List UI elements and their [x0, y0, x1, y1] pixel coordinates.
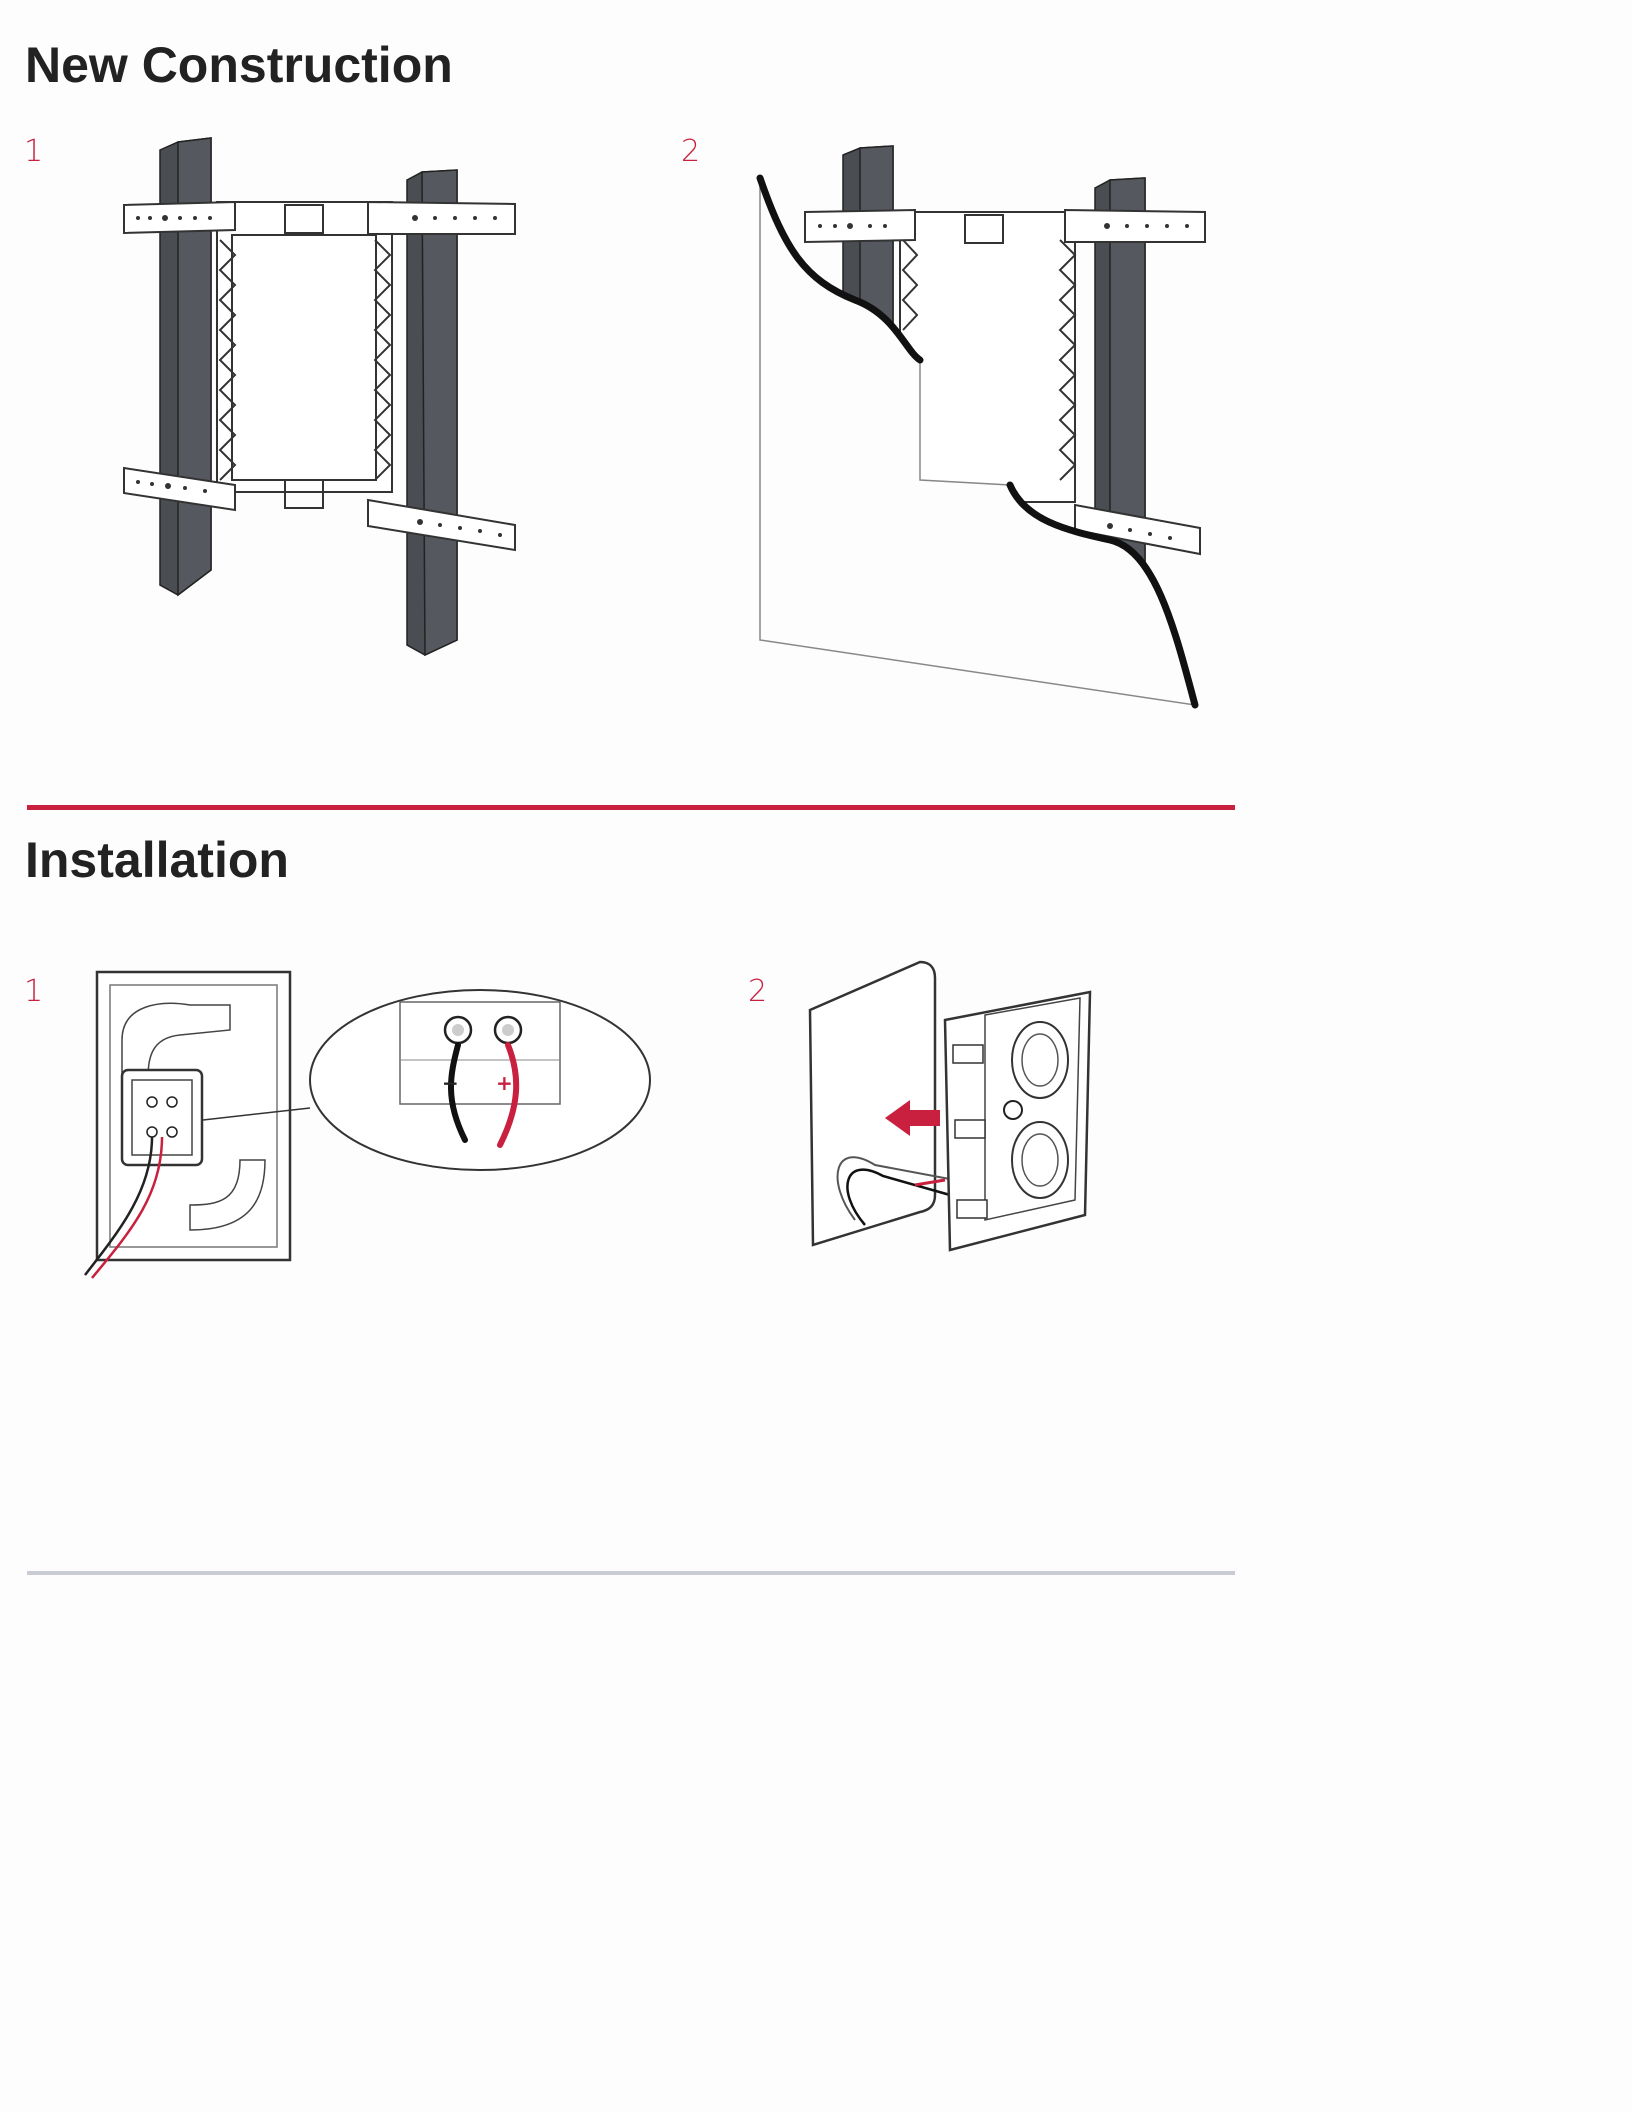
bottom-divider: [27, 1571, 1235, 1575]
step-number-nc-2: 2: [681, 137, 700, 167]
negative-terminal-label: −: [442, 1071, 459, 1095]
step-number-nc-1: 1: [24, 137, 43, 167]
section-title-new-construction: New Construction: [25, 40, 453, 90]
figure-speaker-insertion: [795, 950, 1125, 1280]
section-divider: [27, 805, 1235, 810]
figure-wiring-terminals: − +: [70, 960, 660, 1290]
positive-terminal-label: +: [496, 1071, 513, 1095]
section-title-installation: Installation: [25, 835, 289, 885]
step-number-inst-1: 1: [24, 977, 43, 1007]
figure-bracket-between-studs: [110, 130, 530, 660]
step-number-inst-2: 2: [748, 977, 767, 1007]
figure-drywall-over-frame: [745, 130, 1225, 720]
